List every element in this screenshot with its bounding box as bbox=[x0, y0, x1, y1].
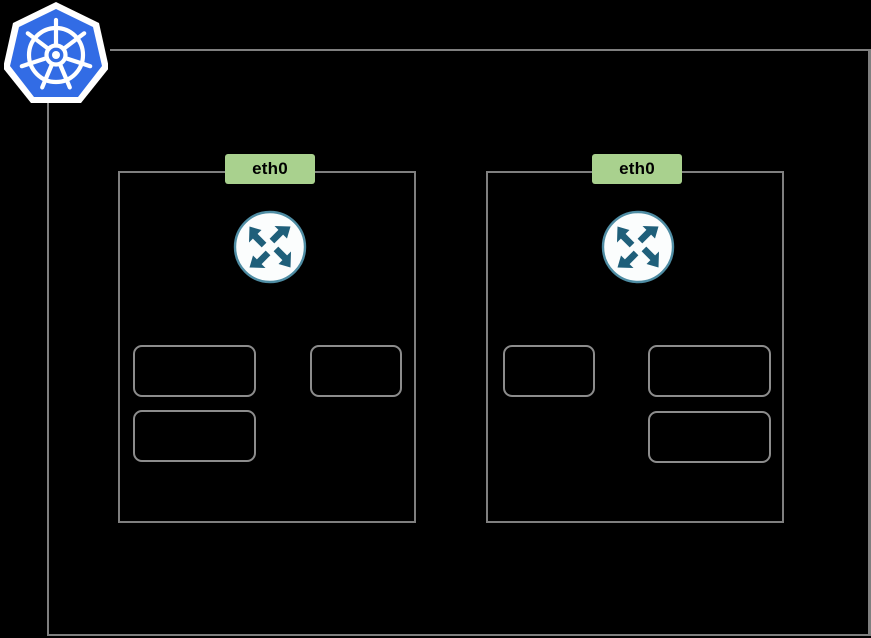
pod-box[interactable] bbox=[310, 345, 402, 397]
top-bus-line bbox=[110, 49, 871, 51]
router-icon-node-2[interactable] bbox=[600, 209, 676, 285]
pod-box[interactable] bbox=[133, 345, 256, 397]
bottom-bus-line bbox=[47, 634, 871, 636]
pod-box[interactable] bbox=[648, 411, 771, 463]
pod-box[interactable] bbox=[648, 345, 771, 397]
kubernetes-logo bbox=[3, 0, 109, 106]
pod-box[interactable] bbox=[133, 410, 256, 462]
pod-box[interactable] bbox=[503, 345, 595, 397]
router-icon-node-1[interactable] bbox=[232, 209, 308, 285]
eth0-badge-node-1[interactable]: eth0 bbox=[225, 154, 315, 184]
eth0-badge-node-2[interactable]: eth0 bbox=[592, 154, 682, 184]
left-bus-line bbox=[47, 101, 49, 636]
right-bus-line bbox=[868, 49, 871, 636]
